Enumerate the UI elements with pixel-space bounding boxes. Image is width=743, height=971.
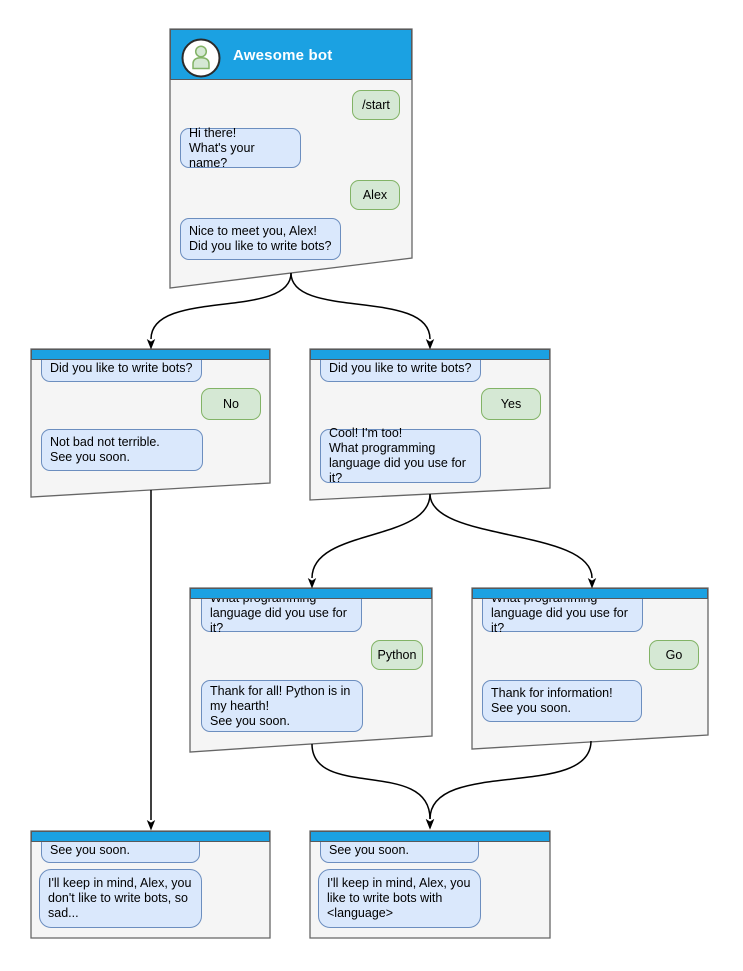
arrow-yes-to-go — [429, 493, 597, 589]
window-header — [472, 588, 708, 599]
bot-message-bubble: I'll keep in mind, Alex, you don't like … — [39, 869, 202, 928]
chat-window-branch-go: What programming language did you use fo… — [472, 588, 708, 749]
chat-window-end-yes: See you soon. I'll keep in mind, Alex, y… — [310, 831, 550, 938]
bot-message-bubble: Nice to meet you, Alex! Did you like to … — [180, 218, 341, 260]
chat-window-branch-no: Did you like to write bots? No Not bad n… — [31, 349, 270, 498]
bot-message-bubble: What programming language did you use fo… — [482, 591, 643, 635]
bot-message-bubble: Not bad not terrible. See you soon. — [41, 429, 203, 471]
window-header — [31, 831, 270, 842]
chat-window-branch-yes: Did you like to write bots? Yes Cool! I'… — [310, 349, 550, 501]
chat-window-end-no: See you soon. I'll keep in mind, Alex, y… — [31, 831, 270, 938]
window-title: Awesome bot — [233, 47, 333, 64]
bot-message-bubble: Thank for information! See you soon. — [482, 680, 642, 722]
window-header: Awesome bot — [170, 29, 412, 80]
window-header — [310, 349, 550, 360]
bot-message-bubble: What programming language did you use fo… — [201, 591, 362, 635]
bot-message-bubble: Thank for all! Python is in my hearth! S… — [201, 680, 363, 732]
window-header — [310, 831, 550, 842]
user-message-bubble: /start — [352, 90, 400, 120]
bot-message-bubble: Cool! I'm too! What programming language… — [320, 426, 481, 485]
arrow-go-to-end — [425, 740, 592, 830]
user-message-bubble: Go — [649, 640, 699, 670]
arrow-yes-to-python — [307, 493, 431, 589]
bot-message-bubble: Hi there! What's your name? — [180, 126, 301, 170]
bot-message-bubble: I'll keep in mind, Alex, you like to wri… — [318, 869, 481, 928]
chat-window-branch-python: What programming language did you use fo… — [190, 588, 432, 752]
user-message-bubble: Alex — [350, 180, 400, 210]
chat-window-root: Awesome bot /start Hi there! What's your… — [170, 29, 412, 289]
window-header — [190, 588, 432, 599]
window-header — [31, 349, 270, 360]
person-icon — [181, 38, 221, 78]
user-message-bubble: Python — [371, 640, 423, 670]
user-message-bubble: No — [201, 388, 261, 420]
user-message-bubble: Yes — [481, 388, 541, 420]
arrow-python-to-end — [311, 743, 435, 830]
